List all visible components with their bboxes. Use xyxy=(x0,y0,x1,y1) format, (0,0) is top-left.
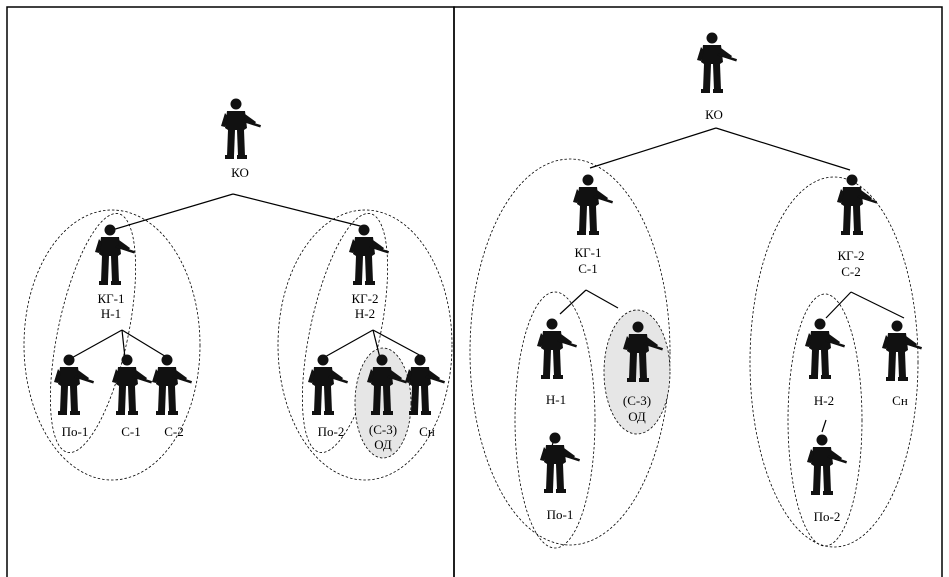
left-group-kg1-inner xyxy=(49,213,137,453)
soldier-icon xyxy=(221,98,262,159)
right-label-n2: Н-2 xyxy=(814,393,834,408)
left-label-kg2-line2: Н-2 xyxy=(355,306,375,321)
left-group-kg1-outer xyxy=(23,209,201,481)
right-label-kg1-line2: С-1 xyxy=(578,261,598,276)
right-panel: КО КГ-1 С-1 КГ-2 С-2 Н-1 (С-3) ОД По-1 Н… xyxy=(469,32,923,549)
right-edge-n2-po2 xyxy=(821,419,827,433)
right-label-po1: По-1 xyxy=(547,507,574,522)
left-edge-ko-kg2 xyxy=(232,193,369,229)
left-edge-kg2-sn xyxy=(372,329,426,359)
right-group-s3-od xyxy=(603,309,671,435)
right-group-kg2-inner xyxy=(787,293,863,547)
left-label-kg2-line1: КГ-2 xyxy=(351,291,378,306)
right-label-n1: Н-1 xyxy=(546,392,566,407)
left-label-s1: С-1 xyxy=(121,424,141,439)
soldier-icon xyxy=(697,32,738,93)
left-edge-kg2-po2 xyxy=(322,329,374,359)
left-label-kg1-line2: Н-1 xyxy=(101,306,121,321)
soldier-icon xyxy=(112,354,153,415)
right-label-kg2-line2: С-2 xyxy=(841,264,861,279)
left-panel-frame xyxy=(6,6,455,577)
left-panel: КО КГ-1 Н-1 КГ-2 Н-2 По-1 С-1 С-2 По-2 (… xyxy=(23,98,453,481)
left-label-s3-line1: (С-3) xyxy=(369,422,397,437)
soldier-icon xyxy=(573,174,614,235)
right-edge-kg2-sn xyxy=(850,291,905,319)
right-group-kg1-outer xyxy=(469,158,671,546)
right-edge-kg1-s3 xyxy=(585,289,619,309)
right-label-ko: КО xyxy=(705,107,723,122)
left-label-s2: С-2 xyxy=(164,424,184,439)
left-edge-kg1-s2 xyxy=(121,329,169,359)
right-group-kg1-inner xyxy=(514,291,596,549)
soldier-icon xyxy=(405,354,446,415)
left-label-sn: Сн xyxy=(419,424,435,439)
left-edge-kg2-s3 xyxy=(372,329,381,359)
right-panel-frame xyxy=(453,6,943,577)
left-edge-ko-kg1 xyxy=(111,193,234,231)
soldier-icon xyxy=(537,318,578,379)
left-edge-kg1-s1 xyxy=(121,329,126,359)
soldier-icon xyxy=(54,354,95,415)
left-label-po1: По-1 xyxy=(62,424,89,439)
right-label-s3-line2: ОД xyxy=(628,409,646,424)
soldier-icon xyxy=(540,432,581,493)
left-label-po2: По-2 xyxy=(318,424,345,439)
left-label-kg1-line1: КГ-1 xyxy=(97,291,124,306)
right-label-po2: По-2 xyxy=(814,509,841,524)
soldier-icon xyxy=(807,434,848,495)
right-edge-kg2-n2 xyxy=(825,291,852,319)
soldier-icon xyxy=(837,174,878,235)
soldier-icon xyxy=(95,224,136,285)
soldier-icon xyxy=(882,320,923,381)
right-edge-ko-kg1 xyxy=(589,127,717,169)
right-group-kg2-outer xyxy=(749,176,919,548)
soldier-icon xyxy=(805,318,846,379)
right-label-s3-line1: (С-3) xyxy=(623,393,651,408)
left-label-s3-line2: ОД xyxy=(374,437,392,452)
soldier-icon xyxy=(349,224,390,285)
left-edge-kg1-po1 xyxy=(67,329,123,361)
right-label-kg2-line1: КГ-2 xyxy=(837,248,864,263)
right-label-sn: Сн xyxy=(892,393,908,408)
soldier-icon xyxy=(152,354,193,415)
left-group-kg2-inner xyxy=(301,213,389,453)
soldier-icon xyxy=(308,354,349,415)
right-label-kg1-line1: КГ-1 xyxy=(574,245,601,260)
left-label-ko: КО xyxy=(231,165,249,180)
left-group-kg2-outer xyxy=(277,209,453,481)
right-edge-ko-kg2 xyxy=(715,127,851,171)
right-edge-kg1-n1 xyxy=(559,289,587,315)
